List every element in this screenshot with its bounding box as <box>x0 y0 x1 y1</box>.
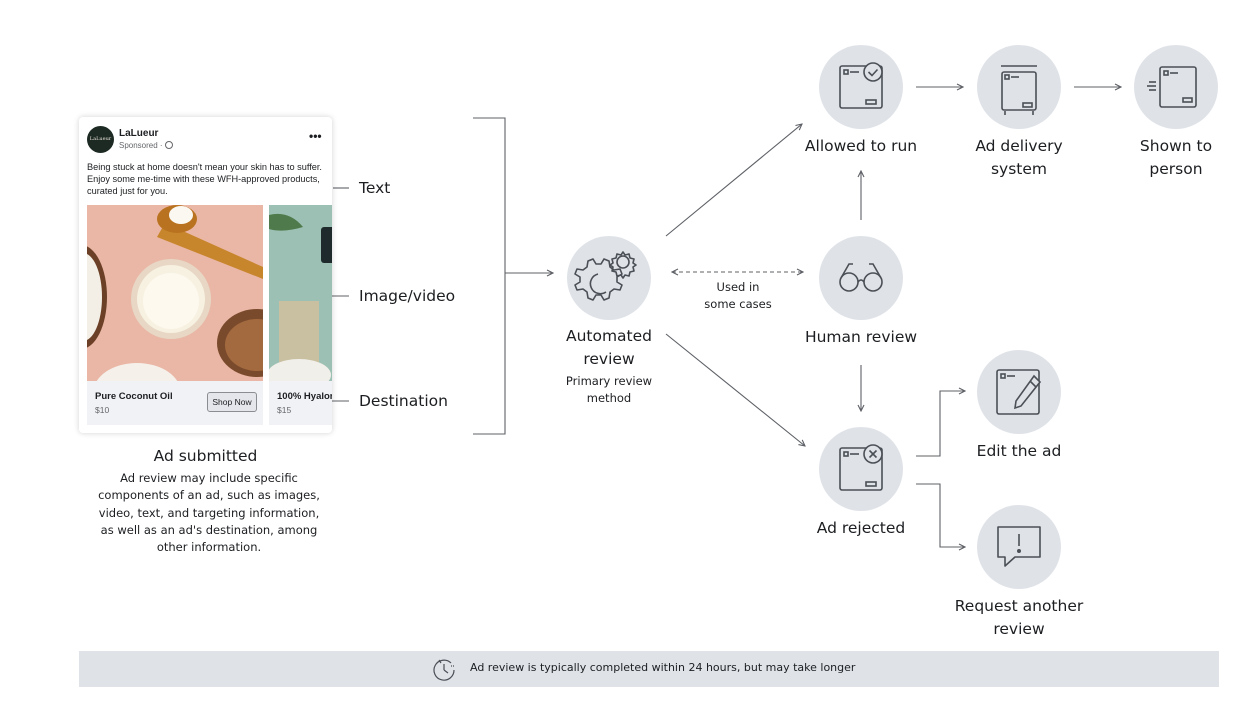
ad-delivery-icon <box>1001 65 1037 115</box>
brand-avatar: LaLueur <box>87 126 114 153</box>
glasses-icon <box>839 263 883 292</box>
product-price: $10 <box>95 405 110 415</box>
sponsored-label: Sponsored · <box>119 141 173 150</box>
ad-submitted-description: Ad review may include specific component… <box>98 471 320 555</box>
request-another-review-label: Request another review <box>954 597 1084 638</box>
bracket <box>473 117 506 435</box>
ad-rejected-label: Ad rejected <box>816 519 906 537</box>
ad-approved-icon <box>839 62 883 109</box>
callout-image-label: Image/video <box>359 287 456 305</box>
hyaluronic-photo-illustration <box>269 205 332 381</box>
ad-rejected-icon <box>839 444 883 491</box>
edit-icon <box>996 369 1042 415</box>
callout-text-label: Text <box>359 179 391 197</box>
speech-bubble-alert-icon <box>997 526 1041 567</box>
ad-preview-card: LaLueur LaLueur Sponsored · ••• Being st… <box>79 117 332 433</box>
product-title: 100% Hyalor <box>277 391 332 402</box>
globe-icon <box>164 141 173 149</box>
ad-shown-icon <box>1147 66 1197 108</box>
allowed-to-run-node <box>819 45 903 129</box>
edit-the-ad-label: Edit the ad <box>976 442 1062 460</box>
ad-submitted-title: Ad submitted <box>153 447 258 465</box>
product-title: Pure Coconut Oil <box>95 391 173 402</box>
ad-delivery-system-label: Ad delivery system <box>975 137 1063 178</box>
arrow-to-allowed <box>665 124 802 237</box>
arrow-to-rejected <box>665 333 805 446</box>
shown-to-person-node <box>1134 45 1218 129</box>
ad-body-text: Being stuck at home doesn't mean your sk… <box>87 162 322 196</box>
ad-rejected-node <box>819 427 903 511</box>
product-price: $15 <box>277 405 292 415</box>
automated-review-note: Primary review method <box>565 374 653 405</box>
callout-destination-label: Destination <box>359 392 448 410</box>
gears-icon <box>574 251 637 301</box>
human-review-label: Human review <box>804 328 918 346</box>
automated-review-label: Automated review <box>565 327 653 368</box>
carousel-card-2[interactable]: 100% Hyalor $15 <box>269 205 332 425</box>
arrow-rejected-to-edit <box>916 391 965 457</box>
brand-name: LaLueur <box>119 128 159 139</box>
footer-banner: Ad review is typically completed within … <box>79 651 1219 687</box>
automated-review-node <box>567 236 651 320</box>
product-image-hyaluronic <box>269 205 332 381</box>
shop-now-button[interactable]: Shop Now <box>207 392 257 412</box>
sponsored-text: Sponsored · <box>119 141 165 150</box>
footer-text: Ad review is typically completed within … <box>470 661 856 674</box>
carousel-card-1[interactable]: Pure Coconut Oil $10 Shop Now <box>87 205 263 425</box>
edit-the-ad-node <box>977 350 1061 434</box>
human-review-node <box>819 236 903 320</box>
arrow-rejected-to-request <box>916 483 965 547</box>
shown-to-person-label: Shown to person <box>1139 137 1213 178</box>
allowed-to-run-label: Allowed to run <box>804 137 918 155</box>
ad-delivery-system-node <box>977 45 1061 129</box>
request-another-review-node <box>977 505 1061 589</box>
product-image-coconut <box>87 205 263 381</box>
coconut-photo-illustration <box>87 205 263 381</box>
clock-icon <box>433 659 455 681</box>
used-in-some-cases-label: Used in some cases <box>704 280 772 311</box>
more-options-icon[interactable]: ••• <box>309 129 322 143</box>
